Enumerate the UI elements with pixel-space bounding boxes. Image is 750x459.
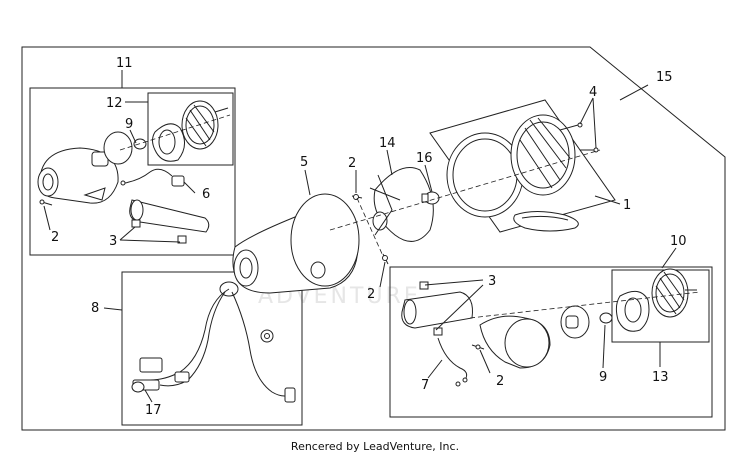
center-screw-lower: [382, 253, 389, 265]
align-line-left: [119, 114, 231, 151]
left-lens: [181, 100, 229, 150]
group-box-11: [29, 87, 236, 256]
left-stem: [129, 199, 210, 244]
callout-5: 5: [300, 155, 308, 170]
align-line-screws: [356, 197, 384, 257]
footer-credit: Rencered by LeadVenture, Inc.: [290, 440, 460, 453]
callout-2-left: 2: [51, 230, 59, 245]
align-line-right: [469, 291, 701, 319]
lens-screws: [559, 122, 599, 153]
assembly-frame: [21, 46, 726, 431]
callout-10: 10: [670, 234, 687, 249]
callout-16: 16: [416, 151, 433, 166]
left-reflector: [152, 123, 185, 162]
grommet-part: [260, 329, 274, 343]
callout-2-center: 2: [348, 156, 356, 171]
leader-lines: [43, 70, 677, 403]
bulb-17: [131, 381, 145, 393]
right-housing-part: [479, 315, 551, 369]
callout-14: 14: [379, 136, 396, 151]
main-housing: [232, 193, 360, 294]
callout-13: 13: [652, 370, 669, 385]
main-wire-harness: [132, 281, 296, 403]
callout-2-right: 2: [496, 374, 504, 389]
callout-3-right: 3: [488, 274, 496, 289]
callout-4: 4: [589, 85, 597, 100]
callout-9-right: 9: [599, 370, 607, 385]
left-bulb-socket: [91, 131, 133, 167]
callout-12: 12: [106, 96, 123, 111]
center-reflector: [369, 167, 434, 242]
right-lens: [651, 268, 697, 318]
callout-17: 17: [145, 403, 162, 418]
callout-1: 1: [623, 198, 631, 213]
headlight-lens: [510, 114, 576, 196]
right-wire-harness: [437, 337, 468, 387]
right-bulb-socket: [560, 305, 590, 339]
align-line-center: [329, 149, 601, 231]
group-box-10: [389, 266, 713, 418]
callout-3-left: 3: [109, 234, 117, 249]
group-box-12: [147, 92, 234, 166]
right-reflector: [615, 290, 650, 332]
center-screw-upper: [351, 194, 363, 200]
callout-15: 15: [656, 70, 673, 85]
right-bulb: [599, 312, 613, 324]
callout-7: 7: [421, 378, 429, 393]
left-wire-harness: [120, 168, 185, 187]
callout-8: 8: [91, 301, 99, 316]
left-screw: [39, 199, 53, 206]
callout-9-left: 9: [125, 117, 133, 132]
headlight-gasket: [513, 211, 579, 232]
callout-11: 11: [116, 56, 133, 71]
right-screw: [471, 344, 485, 350]
headlight-bezel-ring: [446, 132, 524, 218]
group-box-8: [121, 271, 303, 426]
callout-2-lower-center: 2: [367, 287, 375, 302]
callout-6: 6: [202, 187, 210, 202]
